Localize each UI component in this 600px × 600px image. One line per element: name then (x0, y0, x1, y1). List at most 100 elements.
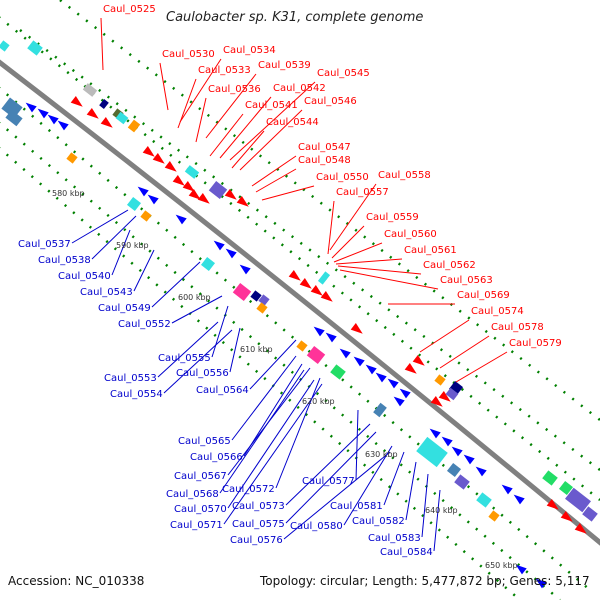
reverse-gene-arrow (37, 108, 49, 119)
forward-leader-line (419, 319, 470, 353)
forward-gene-label: Caul_0541 (245, 100, 298, 111)
reverse-gene-arrow (441, 436, 453, 447)
scale-mark-label: 580 kbp (52, 189, 85, 198)
forward-gene-arrow (574, 522, 587, 534)
forward-gene-label: Caul_0558 (378, 170, 431, 181)
forward-gene-arrow (86, 107, 99, 119)
track-dotted-line (0, 121, 561, 600)
forward-gene-arrow (412, 354, 425, 366)
forward-gene-label: Caul_0547 (298, 142, 351, 153)
forward-leader-line (329, 183, 377, 251)
reverse-gene-arrow (451, 446, 463, 457)
forward-gene-label: Caul_0560 (384, 229, 437, 240)
forward-leader-line (455, 351, 508, 383)
gene-block (66, 152, 78, 164)
forward-gene-arrow (560, 510, 573, 522)
reverse-gene-label: Caul_0543 (80, 287, 133, 298)
scale-mark-label: 640 kbp (425, 506, 458, 515)
scale-mark-label: 590 kbp (116, 241, 149, 250)
forward-gene-label: Caul_0569 (457, 290, 510, 301)
reverse-leader-line (405, 461, 417, 521)
reverse-gene-arrow (365, 364, 377, 375)
reverse-leader-line (383, 451, 405, 506)
reverse-leader-line (219, 369, 305, 494)
reverse-leader-line (249, 339, 297, 390)
reverse-leader-line (243, 363, 303, 457)
reverse-leader-line (285, 431, 377, 524)
reverse-gene-label: Caul_0537 (18, 239, 71, 250)
reverse-gene-arrow (313, 326, 325, 337)
reverse-gene-arrow (513, 494, 525, 505)
reverse-gene-arrow (475, 466, 487, 477)
forward-gene-arrow (197, 192, 210, 204)
forward-leader-line (335, 258, 403, 265)
gene-block (256, 302, 268, 314)
reverse-gene-label: Caul_0566 (190, 452, 243, 463)
forward-leader-line (100, 17, 104, 71)
reverse-leader-line (91, 215, 137, 260)
forward-gene-arrow (350, 322, 363, 334)
forward-gene-arrow (310, 284, 323, 296)
forward-gene-arrow (100, 116, 113, 128)
reverse-gene-label: Caul_0571 (170, 520, 223, 531)
gene-block (373, 402, 387, 418)
forward-leader-line (179, 58, 222, 123)
forward-gene-label: Caul_0563 (440, 275, 493, 286)
forward-gene-arrow (320, 290, 333, 302)
forward-gene-label: Caul_0562 (423, 260, 476, 271)
reverse-gene-label: Caul_0582 (352, 516, 405, 527)
gene-block (126, 196, 142, 212)
backbone-arc (0, 59, 600, 546)
forward-leader-line (327, 200, 335, 255)
forward-gene-label: Caul_0534 (223, 45, 276, 56)
reverse-gene-label: Caul_0567 (174, 471, 227, 482)
reverse-gene-arrow (501, 484, 513, 495)
forward-gene-label: Caul_0557 (336, 187, 389, 198)
reverse-gene-label: Caul_0549 (98, 303, 151, 314)
forward-leader-line (331, 225, 365, 259)
reverse-gene-arrow (147, 194, 159, 205)
scale-mark-label: 600 kbp (178, 293, 211, 302)
reverse-gene-arrow (535, 578, 547, 589)
reverse-gene-arrow (353, 356, 365, 367)
reverse-leader-line (211, 305, 229, 358)
forward-gene-arrow (404, 362, 417, 374)
reverse-gene-label: Caul_0540 (58, 271, 111, 282)
gene-block (200, 256, 216, 272)
gene-block (1, 97, 23, 119)
gene-block (582, 506, 598, 522)
reverse-leader-line (227, 379, 315, 509)
forward-leader-line (195, 97, 207, 143)
reverse-gene-arrow (47, 114, 59, 125)
forward-leader-line (231, 130, 265, 169)
forward-gene-label: Caul_0574 (471, 306, 524, 317)
reverse-gene-arrow (429, 428, 441, 439)
gene-block (99, 99, 109, 109)
forward-gene-arrow (288, 269, 301, 281)
reverse-gene-arrow (375, 372, 387, 383)
gene-block (27, 40, 43, 56)
reverse-leader-line (283, 451, 391, 540)
forward-gene-arrow (142, 145, 155, 157)
reverse-leader-line (133, 249, 155, 292)
forward-gene-label: Caul_0579 (509, 338, 562, 349)
gene-block (184, 165, 200, 179)
forward-leader-line (229, 81, 316, 161)
forward-gene-arrow (172, 174, 185, 186)
gene-block (330, 364, 346, 380)
reverse-leader-line (71, 209, 129, 244)
forward-leader-line (159, 62, 169, 111)
scale-mark-label: 620 kbp (302, 397, 335, 406)
forward-leader-line (439, 335, 490, 369)
gene-block (5, 109, 23, 127)
gene-block (558, 480, 574, 496)
reverse-leader-line (275, 377, 321, 489)
genome-summary: Topology: circular; Length: 5,477,872 bp… (260, 574, 590, 588)
forward-gene-label: Caul_0544 (266, 117, 319, 128)
reverse-gene-label: Caul_0570 (174, 504, 227, 515)
forward-gene-label: Caul_0550 (316, 172, 369, 183)
gene-block (542, 470, 558, 486)
